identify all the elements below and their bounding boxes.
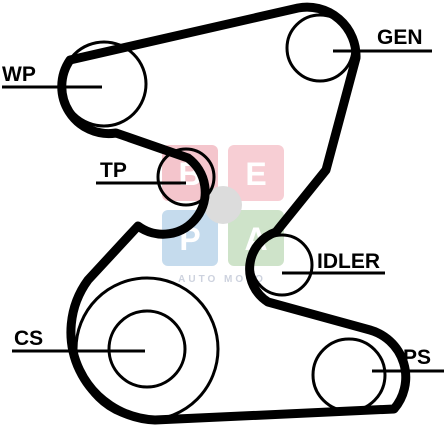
watermark-tile-e	[228, 145, 284, 201]
gen-pulley	[285, 13, 355, 83]
cs-pulley-outer	[74, 276, 220, 422]
idler-label: IDLER	[317, 250, 380, 273]
ps-pulley	[311, 337, 387, 413]
gen-label: GEN	[377, 26, 423, 49]
tp-pulley	[156, 147, 216, 207]
watermark-letter-a: A	[244, 221, 267, 257]
watermark-center-dot	[204, 186, 242, 224]
leader-lines	[2, 49, 444, 373]
watermark-subtext: AUTO MOTO	[178, 274, 266, 285]
wp-label: WP	[2, 63, 36, 86]
watermark-letter-e: E	[245, 156, 266, 192]
wp-pulley	[60, 40, 148, 128]
idler-pulley	[250, 233, 314, 297]
ps-label: PS	[403, 346, 431, 369]
tp-label: TP	[100, 159, 127, 182]
cs-pulley-inner	[107, 309, 187, 389]
watermark-tile-p	[162, 210, 218, 266]
watermark-logo: B E P A AUTO MOTO	[162, 145, 284, 285]
watermark-tile-a	[228, 210, 284, 266]
cs-label: CS	[14, 327, 43, 350]
serpentine-belt	[57, 2, 411, 425]
